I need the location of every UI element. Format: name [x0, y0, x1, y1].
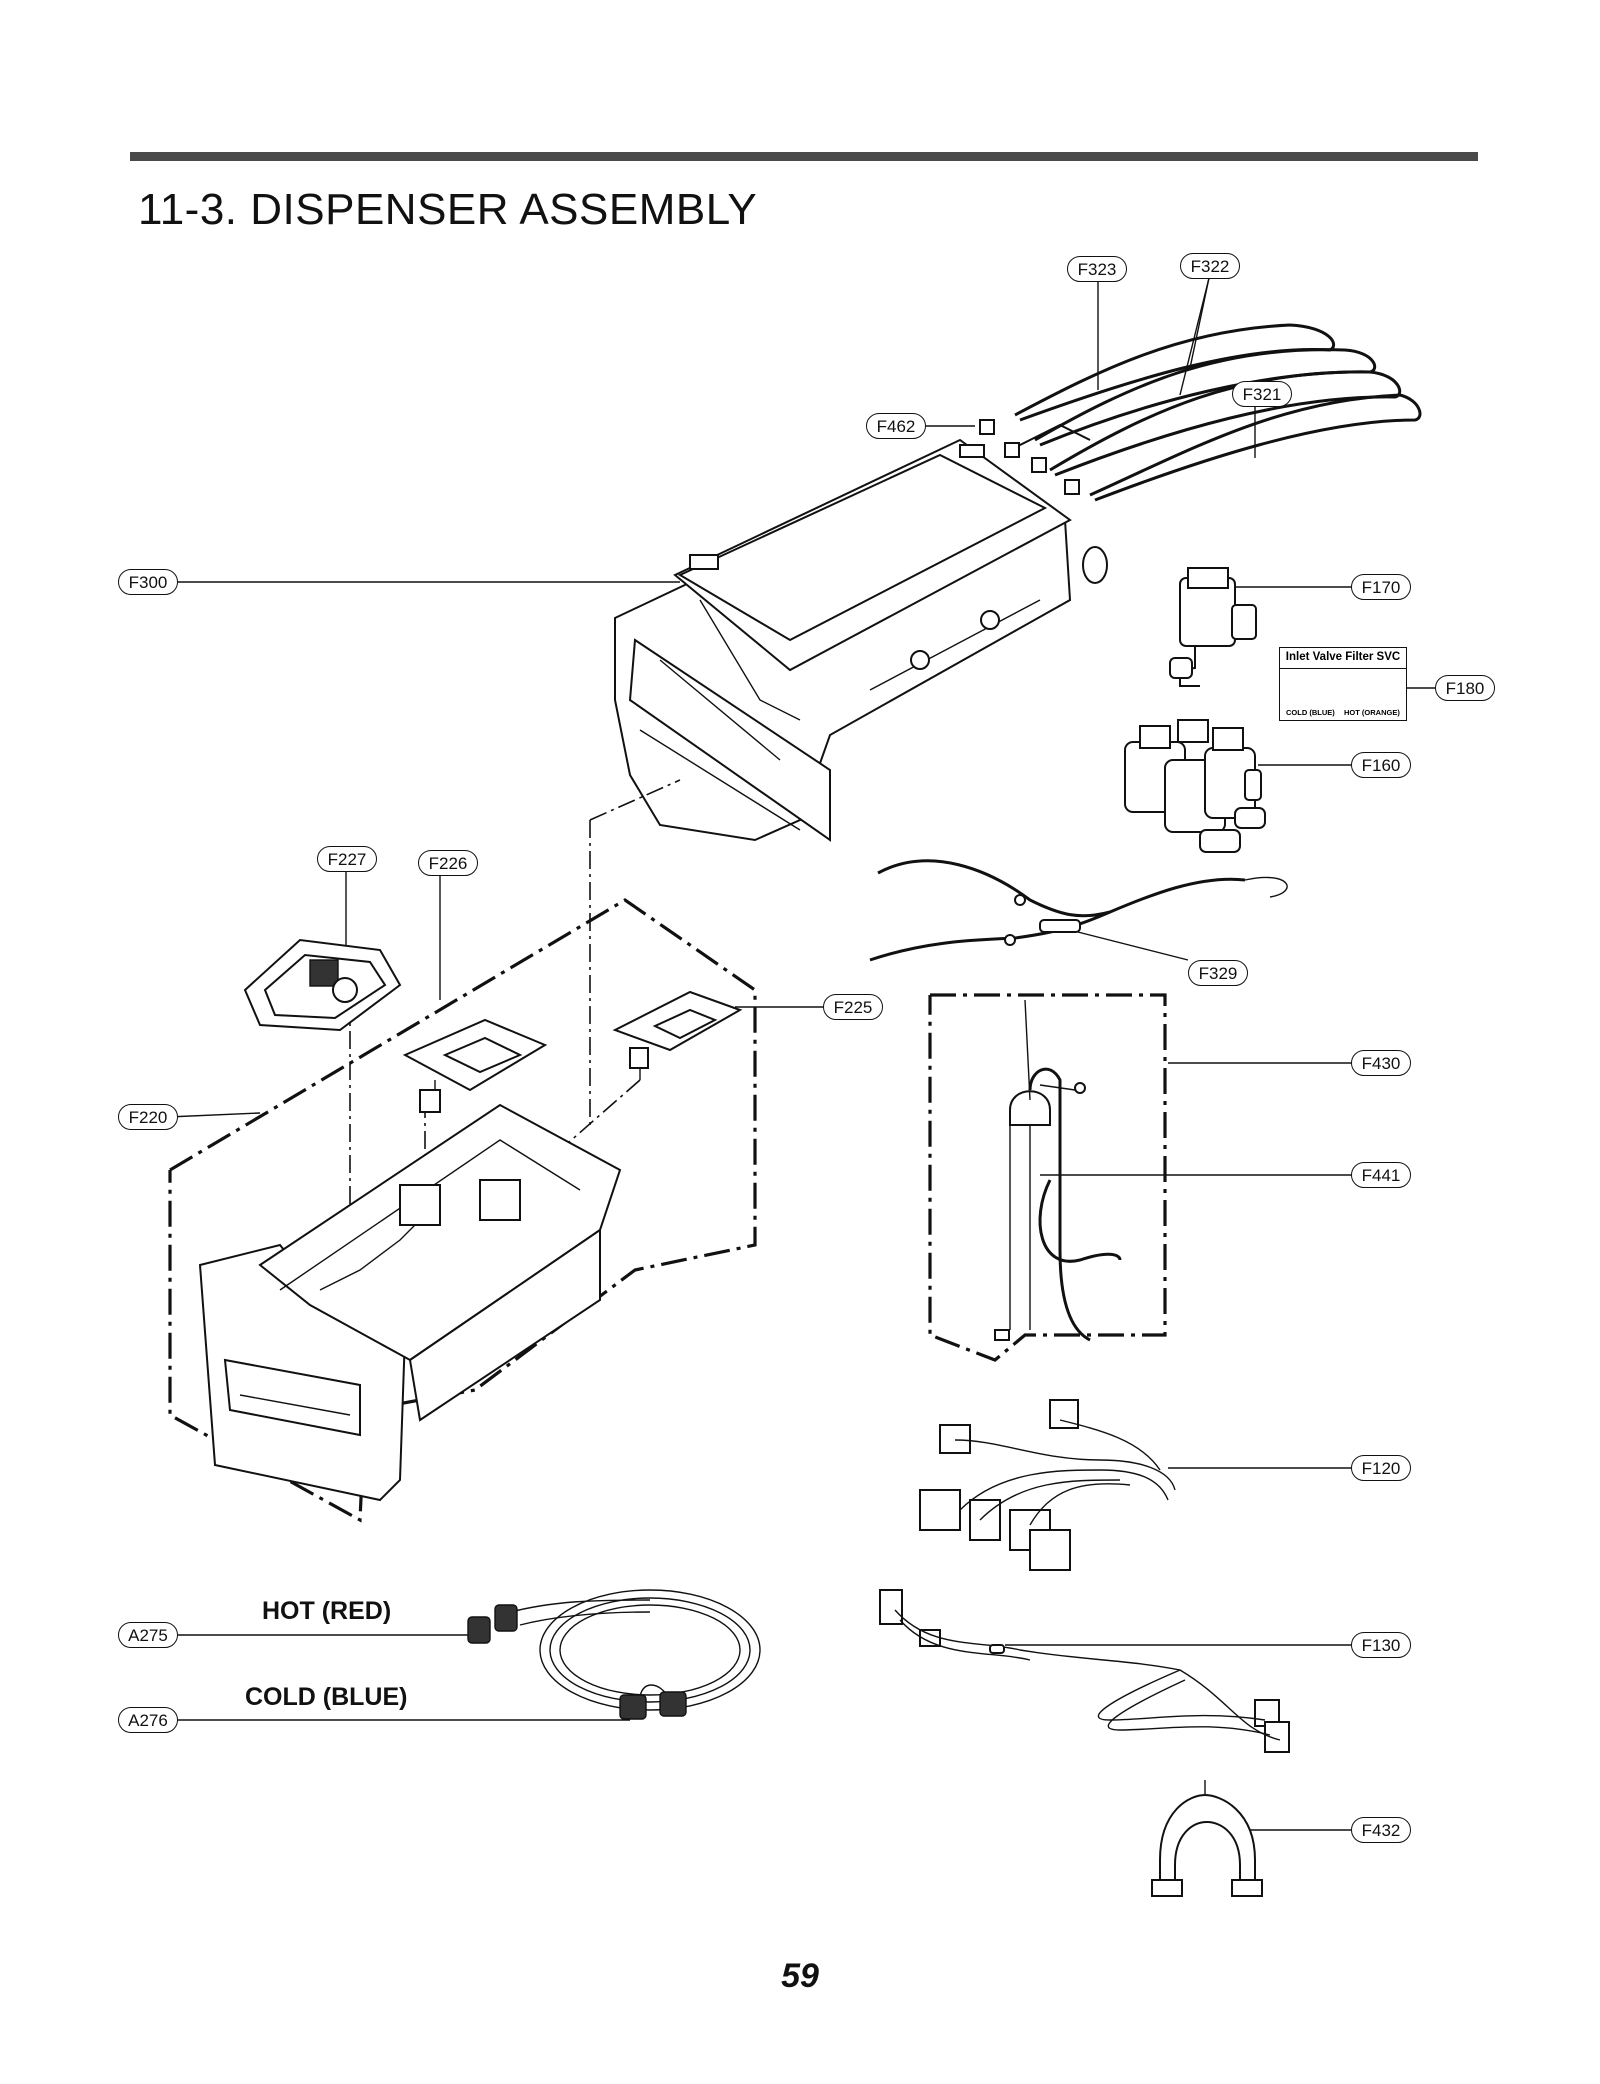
- dispenser-housing-f300: [614, 423, 1108, 842]
- callout-f170: F170: [1351, 574, 1411, 600]
- callout-f160: F160: [1351, 752, 1411, 778]
- water-valve-f170: [1169, 567, 1257, 687]
- callout-f323: F323: [1067, 256, 1127, 282]
- callout-a275: A275: [118, 1622, 178, 1648]
- header-rule: [130, 152, 1478, 161]
- hose-bracket-f432: [1151, 1780, 1263, 1897]
- callout-f227: F227: [317, 846, 377, 872]
- filter-kit-hot-caption: HOT (ORANGE): [1344, 708, 1400, 717]
- callout-f180: F180: [1435, 675, 1495, 701]
- leader-lines: [167, 277, 1440, 1831]
- callout-f120: F120: [1351, 1455, 1411, 1481]
- siphon-cap-f227: [243, 938, 402, 1032]
- detergent-drawer-group-f220: [168, 779, 757, 1523]
- callout-f462: F462: [866, 413, 926, 439]
- callout-f220: F220: [118, 1104, 178, 1130]
- wire-harness-f130: [879, 1589, 1290, 1753]
- callout-f300: F300: [118, 569, 178, 595]
- inlet-valve-filter-kit: Inlet Valve Filter SVC COLD (BLUE) HOT (…: [1279, 647, 1407, 721]
- drain-tube-f329: [869, 859, 1288, 962]
- callout-f226: F226: [418, 850, 478, 876]
- cold-hose-label: COLD (BLUE): [245, 1683, 408, 1711]
- callout-f321: F321: [1232, 381, 1292, 407]
- callout-f430: F430: [1351, 1050, 1411, 1076]
- callout-f225: F225: [823, 994, 883, 1020]
- callout-f441: F441: [1351, 1162, 1411, 1188]
- inlet-hoses-a275-a276: [467, 1589, 761, 1720]
- callout-f130: F130: [1351, 1632, 1411, 1658]
- page-title: 11-3. DISPENSER ASSEMBLY: [138, 185, 758, 234]
- filter-kit-title: Inlet Valve Filter SVC: [1280, 648, 1406, 669]
- siphon-cap-f226: [402, 1018, 548, 1113]
- filter-kit-cold-caption: COLD (BLUE): [1286, 708, 1335, 717]
- callout-f432: F432: [1351, 1817, 1411, 1843]
- callout-a276: A276: [118, 1707, 178, 1733]
- siphon-cap-f225: [612, 990, 743, 1080]
- hot-hose-label: HOT (RED): [262, 1597, 392, 1625]
- callout-f329: F329: [1188, 960, 1248, 986]
- wire-harness-f120: [919, 1399, 1176, 1571]
- inlet-hoses-f321-f322-f323: [979, 323, 1422, 502]
- water-valve-f160: [1124, 719, 1266, 853]
- hose-kit-group-f430: [928, 993, 1167, 1362]
- callout-f322: F322: [1180, 253, 1240, 279]
- page-number: 59: [781, 1957, 819, 1995]
